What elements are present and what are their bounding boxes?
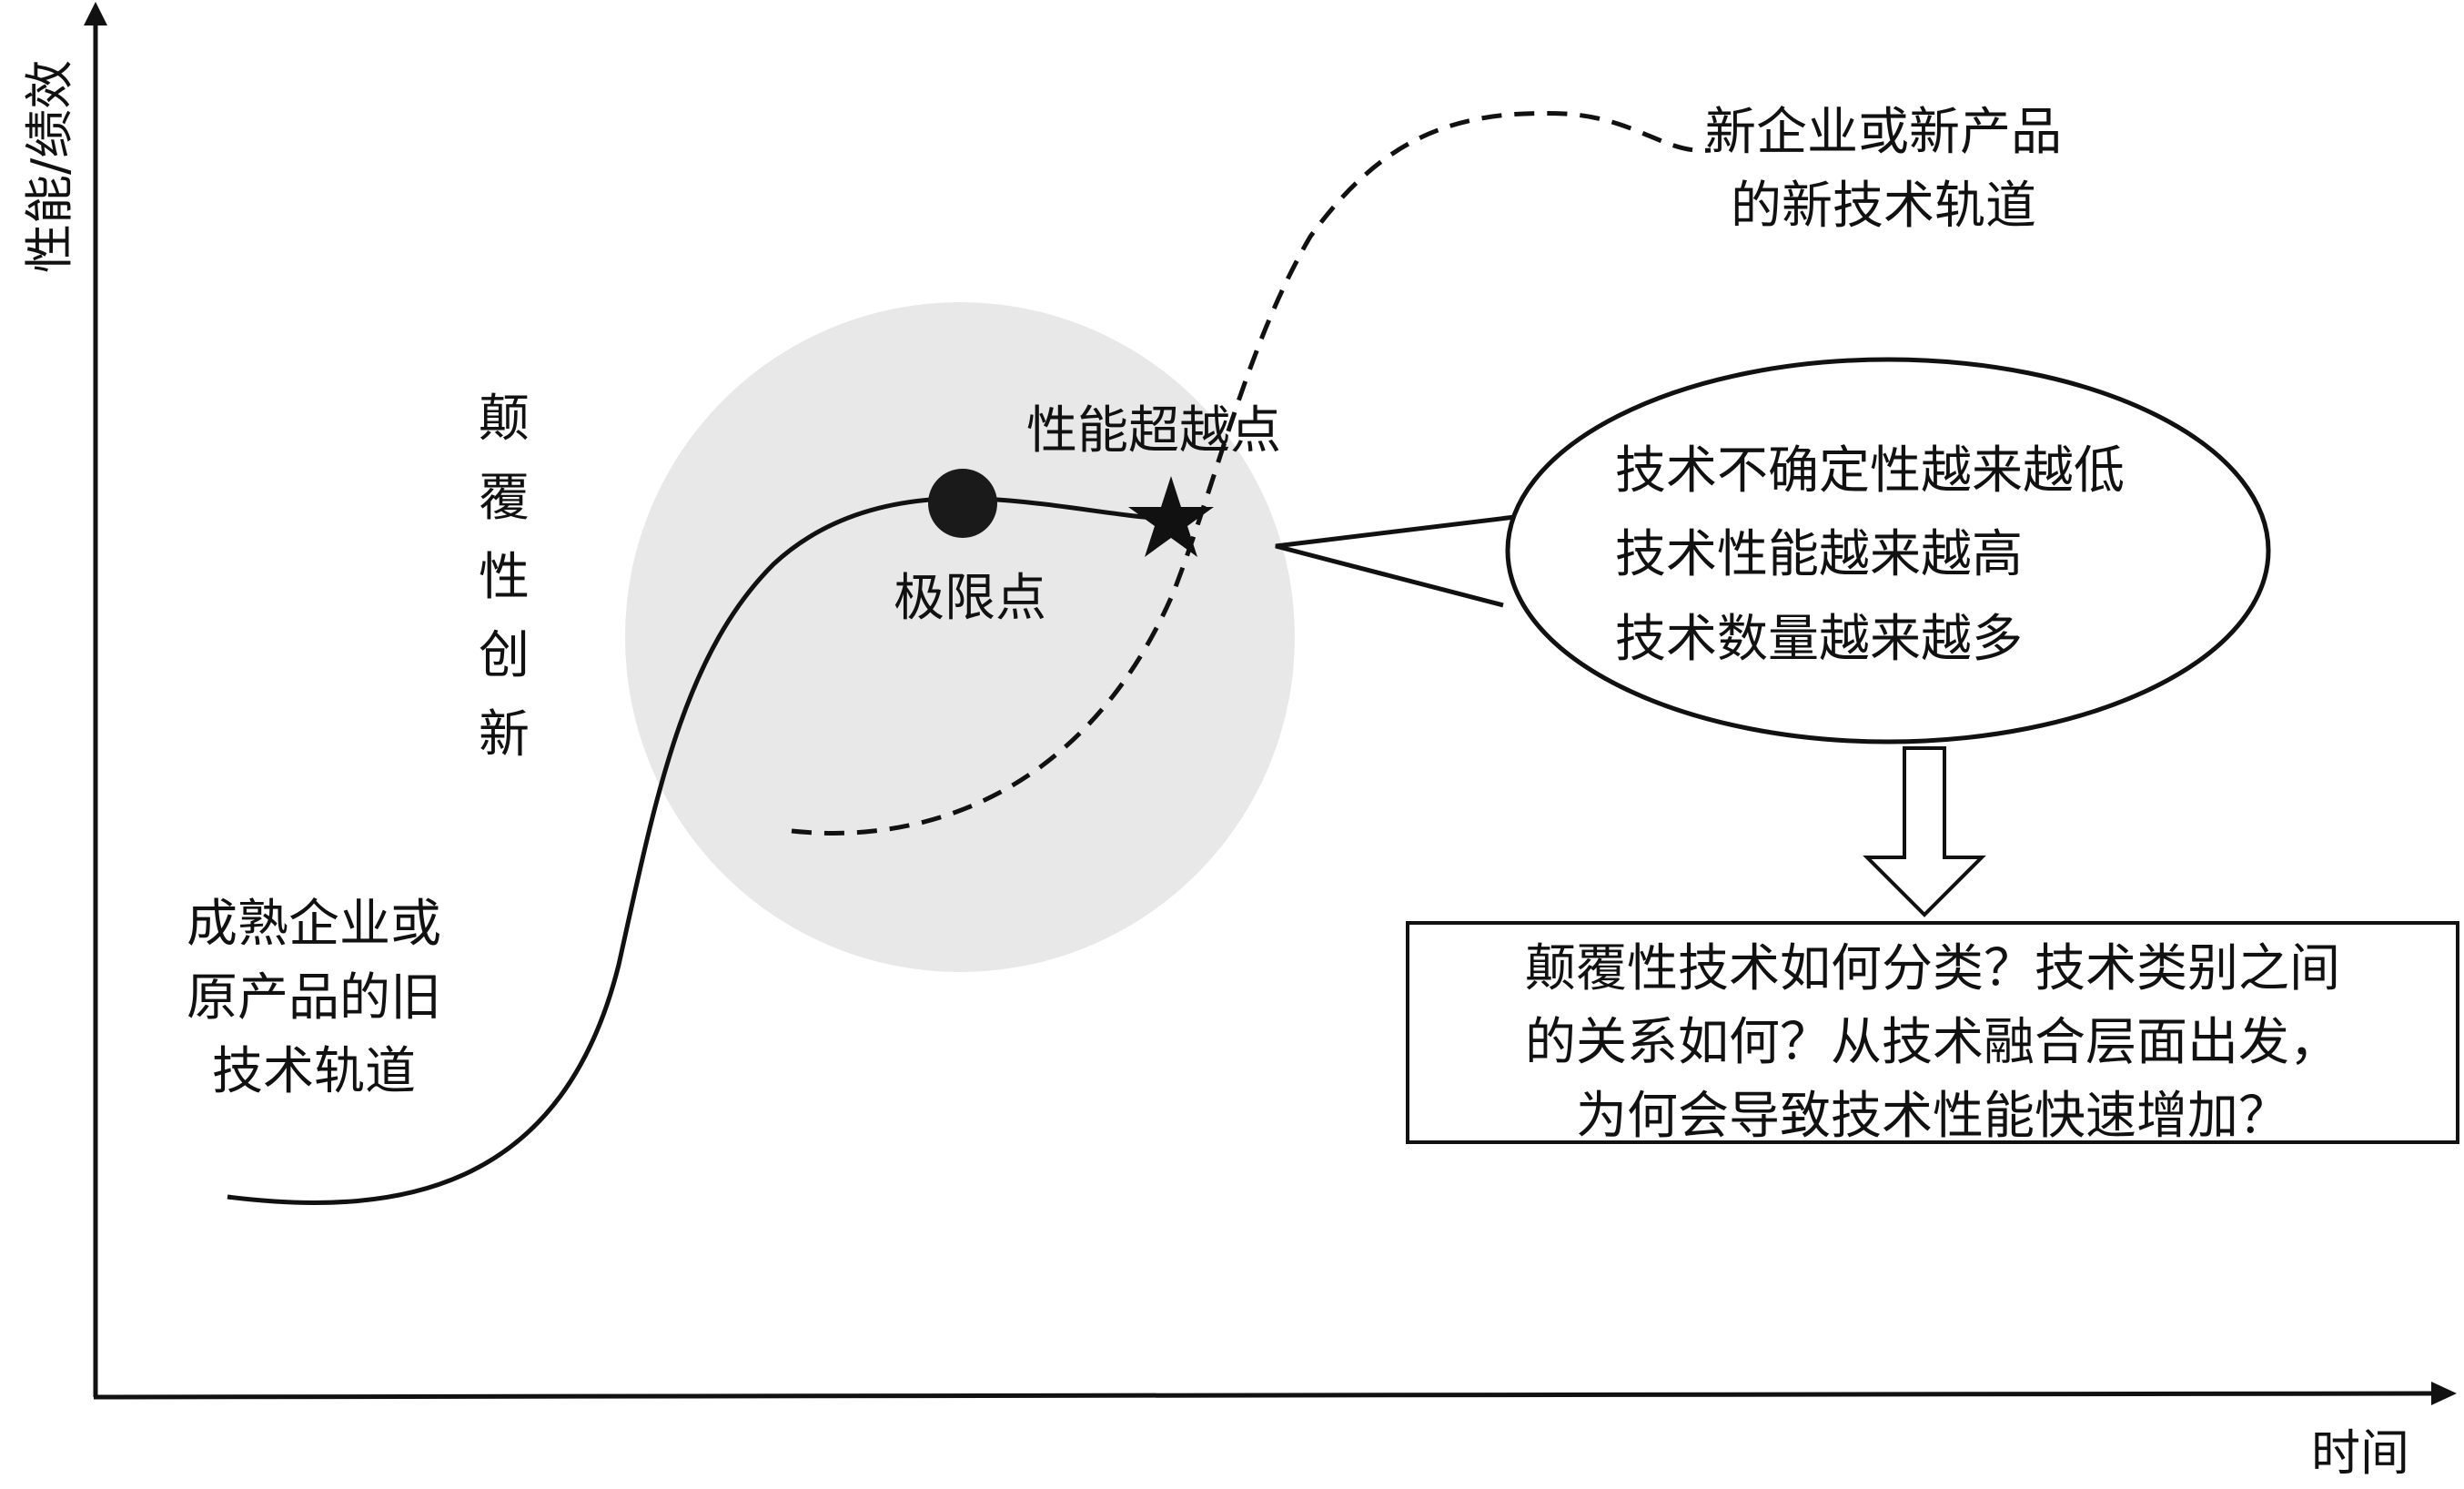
x-axis-label: 时间 [2311, 1424, 2409, 1482]
limit-point-label: 极限点 [894, 569, 1046, 628]
callout-line: 技术数量越来越多 [1615, 609, 2023, 669]
question-line: 的关系如何？从技术融合层面出发， [1525, 1013, 2340, 1073]
overtake-point-star [1128, 476, 1214, 557]
new-technology-curve [791, 111, 1712, 836]
old-trajectory-label: 成熟企业或 原产品的旧 技术轨道 [164, 887, 464, 1109]
disruptive-innovation-char: 颠 [479, 390, 530, 449]
new-trajectory-line: 的新技术轨道 [1731, 177, 2036, 237]
disruptive-innovation-char: 性 [479, 547, 530, 607]
disruptive-innovation-char: 覆 [479, 468, 530, 528]
question-box: 颠覆性技术如何分类？技术类别之间 的关系如何？从技术融合层面出发， 为何会导致技… [1406, 921, 2459, 1146]
x-axis [93, 1391, 2439, 1400]
disruptive-innovation-char: 新 [479, 705, 530, 765]
callout-line: 技术性能越来越高 [1615, 525, 2023, 585]
new-trajectory-line: 新企业或新产品 [1705, 103, 2062, 162]
y-axis-label: 性能/绩效 [21, 59, 78, 273]
question-line: 为何会导致技术性能快速增加？ [1576, 1087, 2289, 1147]
disruption-zone-circle [625, 302, 1295, 972]
question-line: 颠覆性技术如何分类？技术类别之间 [1525, 939, 2340, 998]
overtake-point-label: 性能超越点 [1026, 401, 1281, 461]
old-trajectory-line: 成熟企业或 [187, 895, 441, 954]
callout-line: 技术不确定性越来越低 [1615, 441, 2125, 501]
y-axis-arrow [84, 2, 107, 25]
down-arrow [1863, 746, 1986, 917]
x-axis-arrow [2431, 1382, 2457, 1405]
old-trajectory-line: 技术轨道 [212, 1042, 416, 1102]
callout-tail [1275, 514, 1516, 608]
new-trajectory-label: 新企业或新产品 的新技术轨道 [1674, 96, 2093, 243]
callout-text: 技术不确定性越来越低 技术性能越来越高 技术数量越来越多 [1615, 430, 2125, 682]
old-trajectory-line: 原产品的旧 [187, 968, 441, 1028]
limit-point-marker [928, 469, 997, 538]
old-technology-curve [227, 496, 1170, 1205]
disruptive-innovation-label: 颠 覆 性 创 新 [477, 380, 531, 775]
callout-ellipse [1505, 357, 2271, 744]
disruptive-innovation-char: 创 [479, 626, 530, 686]
